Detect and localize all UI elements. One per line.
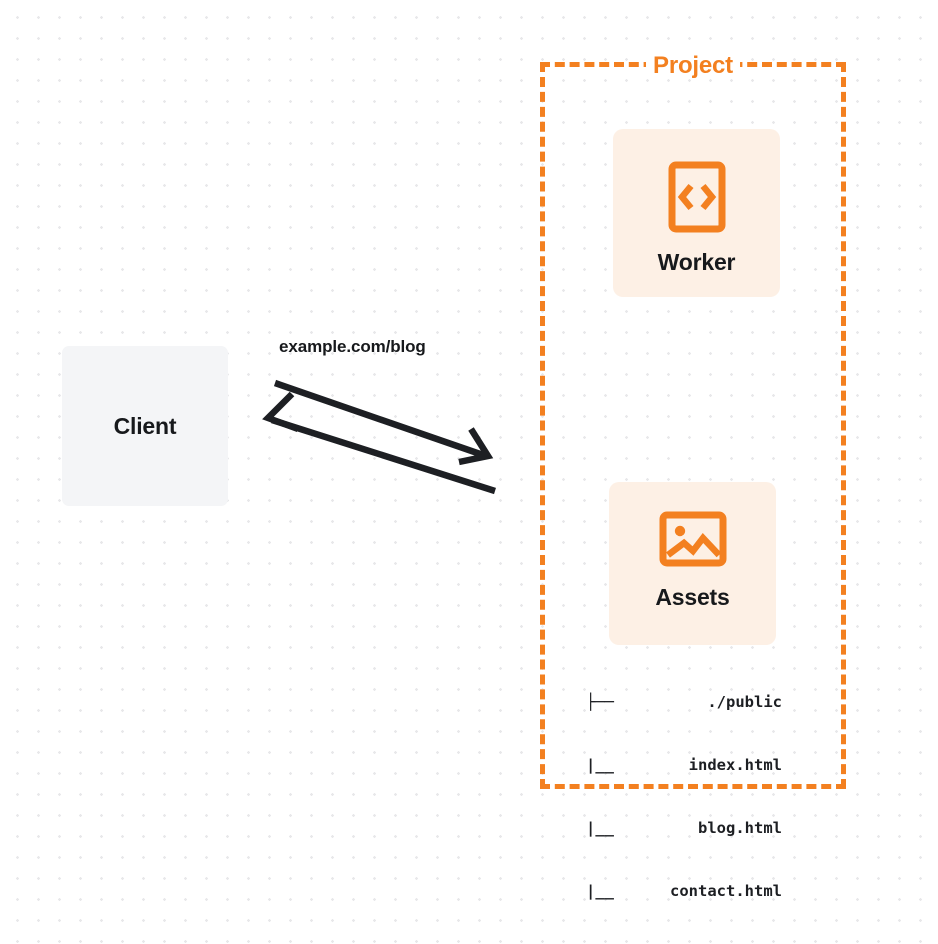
code-brackets-icon [668,161,725,233]
project-group-title: Project [646,54,740,78]
node-assets[interactable]: Assets [609,482,776,645]
node-assets-label: Assets [655,584,730,610]
connector-arrows [262,379,496,495]
node-client-label: Client [113,412,177,439]
file-tree-row: ├── ./public [586,692,782,713]
node-client[interactable]: Client [62,346,228,506]
node-worker-label: Worker [657,249,736,275]
request-arrow [273,379,494,466]
tree-item-name: blog.html [698,819,782,837]
tree-branch-glyph: |__ [586,882,614,900]
file-tree-row: |__ blog.html [586,818,782,839]
tree-item-name: index.html [688,756,782,774]
node-worker[interactable]: Worker [613,129,780,297]
file-tree-row: |__ index.html [586,755,782,776]
project-group: Project [540,54,846,789]
tree-item-name: contact.html [670,882,782,900]
tree-branch-glyph: |__ [586,756,614,774]
assets-file-tree: ├── ./public |__ index.html |__ blog.htm… [586,650,782,944]
image-icon [659,511,726,567]
file-tree-row: |__ contact.html [586,881,782,902]
tree-item-name: ./public [707,693,782,711]
response-arrow [262,391,496,495]
connector-label: example.com/blog [279,337,426,356]
tree-branch-glyph: ├── [586,693,614,711]
tree-branch-glyph: |__ [586,819,614,837]
diagram-canvas: Client example.com/blog Project Worker [62,54,846,900]
